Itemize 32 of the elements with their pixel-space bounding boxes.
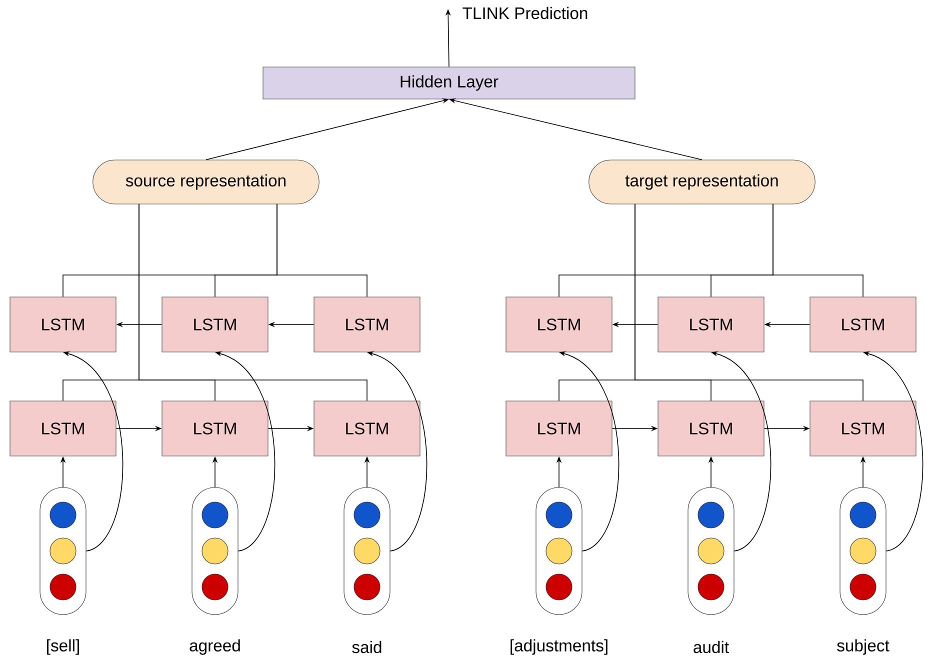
input-vector-drawing (840, 487, 886, 615)
lstm-box: LSTM (658, 400, 764, 456)
input-vector-drawing (688, 487, 734, 615)
word-label: said (352, 640, 382, 654)
lstm-box: LSTM (810, 400, 916, 456)
lstm-box: LSTM (658, 296, 764, 352)
input-vector-drawing (40, 487, 86, 615)
connector-line (138, 204, 368, 402)
connector-line (276, 204, 368, 298)
input-vector-drawing (192, 487, 238, 615)
lstm-box: LSTM (810, 296, 916, 352)
lstm-box: LSTM (162, 400, 268, 456)
output-label: TLINK Prediction (462, 6, 588, 20)
input-vector-drawing (536, 487, 582, 615)
word-label: agreed (190, 639, 240, 655)
input-vector-drawing (344, 487, 390, 615)
representation-pill: source representation (92, 160, 320, 204)
lstm-box: LSTM (506, 296, 612, 352)
connector-line (634, 204, 864, 402)
word-label: [adjustments] (510, 639, 608, 655)
word-label: [sell] (47, 639, 79, 655)
lstm-box: LSTM (506, 400, 612, 456)
word-label: subject (837, 639, 890, 655)
lstm-box: LSTM (10, 400, 116, 456)
lstm-box: LSTM (162, 296, 268, 352)
lstm-box: LSTM (10, 296, 116, 352)
hidden-layer-box: Hidden Layer (262, 66, 636, 100)
representation-pill: target representation (588, 160, 816, 204)
lstm-box: LSTM (314, 296, 420, 352)
lstm-box: LSTM (314, 400, 420, 456)
connector-line (772, 204, 864, 298)
word-label: audit (694, 640, 729, 654)
